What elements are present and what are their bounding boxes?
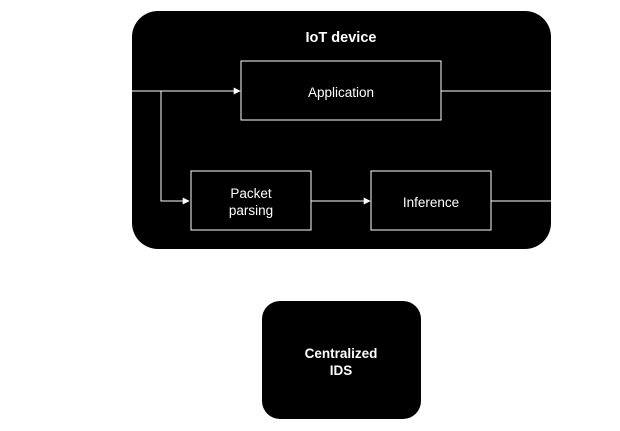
connections [132, 87, 551, 205]
centralized-ids-block: Centralized IDS [262, 301, 421, 419]
centralized-ids-box [262, 301, 421, 419]
inference-box [370, 170, 492, 231]
inference-label: Inference [403, 195, 459, 210]
iot-device-title: IoT device [306, 30, 377, 46]
packet-parsing-label-line1: Packet [230, 186, 272, 201]
centralized-ids-label-line1: Centralized [305, 346, 378, 361]
application-block: Application [240, 60, 442, 121]
application-box [240, 60, 442, 121]
inference-block: Inference [370, 170, 492, 231]
application-label: Application [308, 85, 374, 100]
centralized-ids-label-line2: IDS [330, 363, 353, 378]
packet-parsing-label-line2: parsing [229, 203, 273, 218]
packet-parsing-box [190, 170, 312, 231]
branch-to-packet-parsing-arrow [160, 91, 190, 205]
packet-parsing-block: Packet parsing [190, 170, 312, 231]
